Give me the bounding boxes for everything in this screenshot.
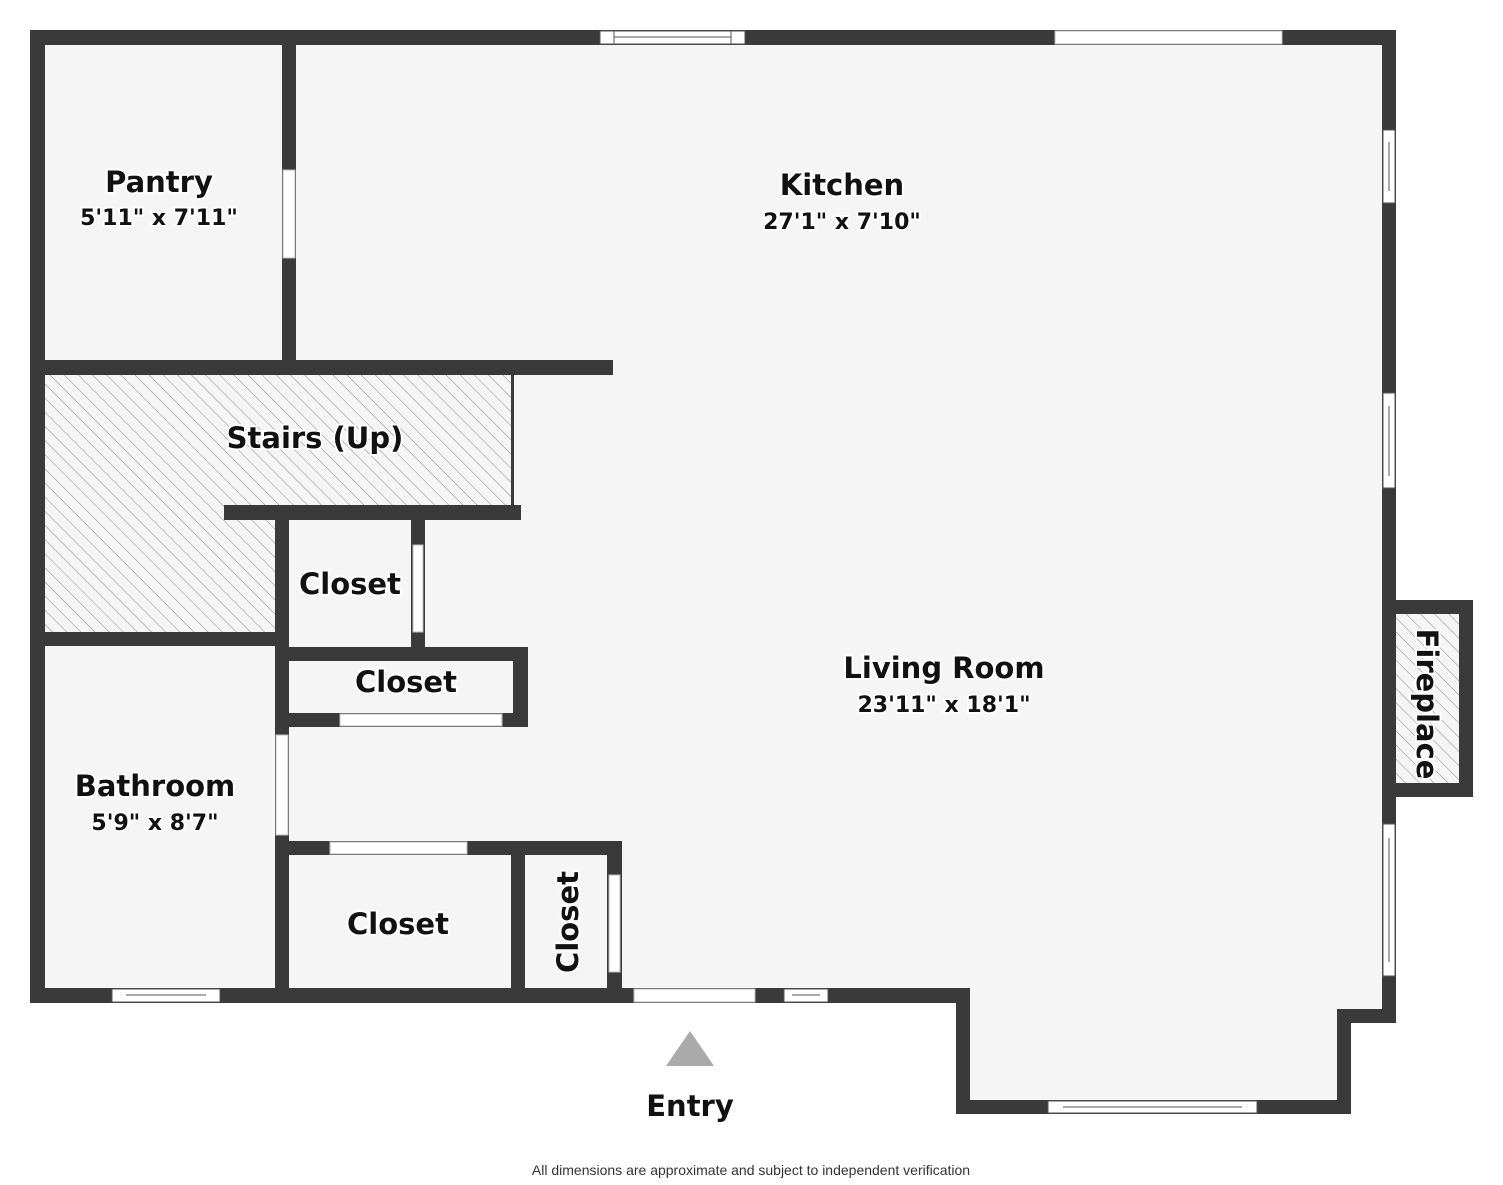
stairs-edge xyxy=(511,375,514,505)
floor-area xyxy=(45,45,1382,1100)
entry-arrow-icon xyxy=(666,1031,714,1066)
stairs-area xyxy=(45,375,513,632)
kitchen-label: Kitchen xyxy=(780,168,904,202)
closet-label: Closet xyxy=(551,871,585,973)
entry-label: Entry xyxy=(646,1089,734,1123)
pantry-dimensions: 5'11" x 7'11" xyxy=(80,206,238,231)
bathroom-dimensions: 5'9" x 8'7" xyxy=(91,811,218,836)
doors xyxy=(275,30,1283,1003)
stairs-label: Stairs (Up) xyxy=(227,421,404,455)
disclaimer: All dimensions are approximate and subje… xyxy=(532,1162,970,1178)
pantry-label: Pantry xyxy=(105,165,213,199)
living-room-label: Living Room xyxy=(843,651,1044,685)
closet-label: Closet xyxy=(355,665,457,699)
fireplace-area xyxy=(1396,614,1459,783)
kitchen-dimensions: 27'1" x 7'10" xyxy=(763,210,921,235)
windows xyxy=(111,30,1396,1114)
closet-label: Closet xyxy=(347,907,449,941)
bathroom-label: Bathroom xyxy=(75,769,236,803)
living-room-dimensions: 23'11" x 18'1" xyxy=(857,693,1030,718)
fireplace-label: Fireplace xyxy=(1410,629,1444,780)
closet-label: Closet xyxy=(299,567,401,601)
